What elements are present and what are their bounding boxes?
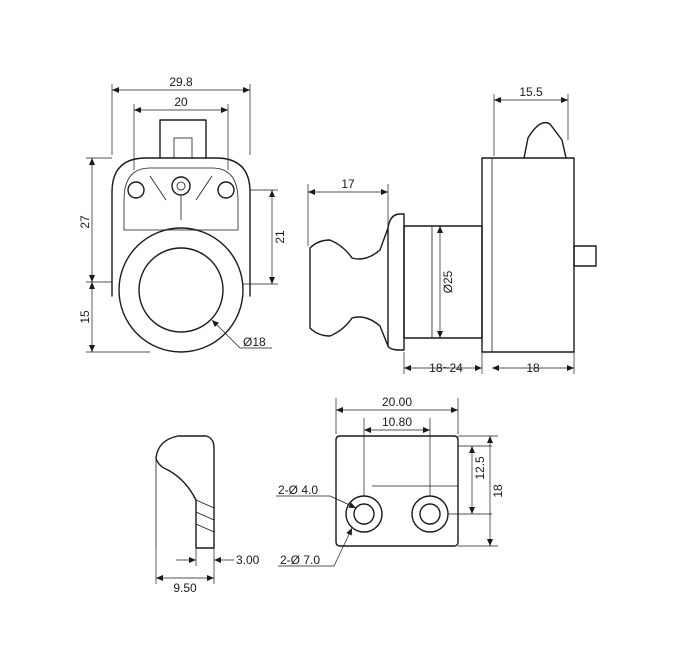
front-left-screw-hole: [127, 181, 145, 199]
front-top-tab: [159, 119, 207, 159]
side-housing: [481, 157, 575, 353]
front-boss-web: [149, 175, 213, 220]
strike-left-hole-inner: [353, 503, 375, 525]
dim-front-width-outer: 29.8: [169, 75, 193, 89]
dim-body-depth: 18: [526, 361, 540, 375]
side-flange: [387, 213, 405, 351]
front-tab-slot: [173, 137, 193, 159]
front-knob-outer: [118, 227, 244, 353]
dim-hole-spacing: 10.80: [382, 415, 412, 429]
dim-strike-lip: 3.00: [236, 553, 260, 567]
strike-plate: [335, 435, 459, 547]
side-view: 17 15.5 Ø25 18~24 18: [307, 85, 597, 375]
front-right-screw-hole: [217, 181, 235, 199]
dim-hole-small: 2-Ø 4.0: [278, 483, 318, 497]
front-housing: [111, 157, 251, 297]
front-mount-plate: [123, 167, 239, 231]
dim-knob-length: 17: [341, 177, 355, 191]
dim-body-diameter: Ø25: [441, 270, 455, 293]
strike-right-hole-inner: [419, 503, 441, 525]
dim-front-width-inner: 20: [174, 95, 188, 109]
dim-strike-depth: 9.50: [173, 581, 197, 595]
front-knob-inner: [138, 247, 224, 333]
front-center-screw-inner: [176, 181, 186, 191]
leader-hole-large: [333, 527, 353, 567]
side-rear-pin: [573, 245, 597, 267]
dim-strike-width: 20.00: [382, 395, 412, 409]
leader-hole-small: [329, 495, 357, 509]
strike-front-view: 20.00 10.80 12.5 18 2-Ø 4.0 2-Ø 7.0: [276, 395, 505, 567]
dim-front-height-upper: 27: [78, 215, 92, 229]
front-view: 29.8 20 27 15 21 Ø18: [78, 75, 287, 353]
dim-strike-height: 18: [491, 484, 505, 498]
strike-right-hole-outer: [411, 495, 449, 533]
dim-panel-range: 18~24: [429, 361, 463, 375]
front-center-screw-hole: [171, 176, 191, 196]
strike-side-view: 3.00 9.50: [155, 435, 260, 595]
side-knob: [309, 227, 389, 347]
dim-hole-offset: 12.5: [473, 456, 487, 480]
dim-top-offset: 15.5: [519, 85, 543, 99]
dim-knob-diameter: Ø18: [243, 335, 266, 349]
dim-front-height-lower: 15: [78, 310, 92, 324]
strike-profile: [155, 435, 215, 549]
side-latch: [523, 121, 567, 159]
leader-knob-diameter: [211, 319, 241, 349]
dim-front-height-right: 21: [273, 230, 287, 244]
dim-hole-large: 2-Ø 7.0: [280, 553, 320, 567]
strike-left-hole-outer: [345, 495, 383, 533]
